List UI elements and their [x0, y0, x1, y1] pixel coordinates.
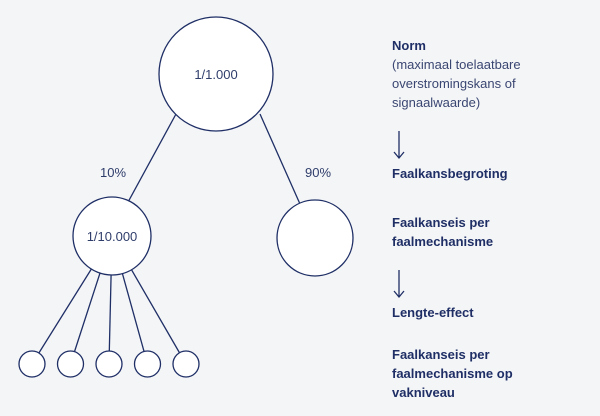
- left-child-node: [72, 196, 152, 276]
- leaf-node: [133, 350, 162, 378]
- legend-faalkanseis-title: Faalkanseis per faalmechanisme: [392, 215, 494, 249]
- down-arrow-icon: [393, 131, 405, 160]
- legend-faalkansbegroting-title: Faalkansbegroting: [392, 166, 508, 181]
- leaf-edges: [38, 263, 181, 354]
- left-child-node-label: 1/10.000: [87, 229, 138, 244]
- legend-item-faalkanseis: Faalkanseis per faalmechanisme: [392, 213, 597, 251]
- left-edge-label: 10%: [100, 165, 126, 180]
- probability-tree-diagram: 1/1.000 10% 90% 1/10.000: [18, 16, 354, 378]
- root-node-label: 1/1.000: [194, 67, 237, 82]
- leaf-edge: [108, 268, 112, 352]
- down-arrow-icon: [393, 270, 405, 299]
- legend-norm-subtitle: (maximaal toelaatbare overstromingskans …: [392, 57, 521, 110]
- leaf-node: [56, 350, 85, 378]
- legend-norm-title: Norm: [392, 38, 426, 53]
- leaf-nodes: [18, 350, 200, 378]
- leaf-edge: [120, 267, 145, 352]
- right-edge-label: 90%: [305, 165, 331, 180]
- legend-item-lengte-effect: Lengte-effect: [392, 303, 597, 322]
- leaf-node: [18, 350, 46, 378]
- legend-item-faalkansbegroting: Faalkansbegroting: [392, 164, 597, 183]
- root-node: [158, 16, 274, 132]
- leaf-node: [172, 350, 200, 378]
- leaf-edge: [38, 263, 96, 354]
- legend-item-norm: Norm (maximaal toelaatbare overstromings…: [392, 36, 597, 112]
- legend-faalkanseis-vakniveau-title: Faalkanseis per faalmechanisme op vakniv…: [392, 347, 513, 400]
- legend-lengte-effect-title: Lengte-effect: [392, 305, 474, 320]
- legend-item-faalkanseis-vakniveau: Faalkanseis per faalmechanisme op vakniv…: [392, 345, 597, 402]
- right-child-node: [276, 199, 354, 277]
- leaf-edge: [127, 264, 181, 354]
- edge-root-left: [126, 113, 177, 205]
- leaf-edge: [73, 267, 103, 352]
- leaf-node: [95, 350, 123, 378]
- edge-root-right: [259, 113, 301, 205]
